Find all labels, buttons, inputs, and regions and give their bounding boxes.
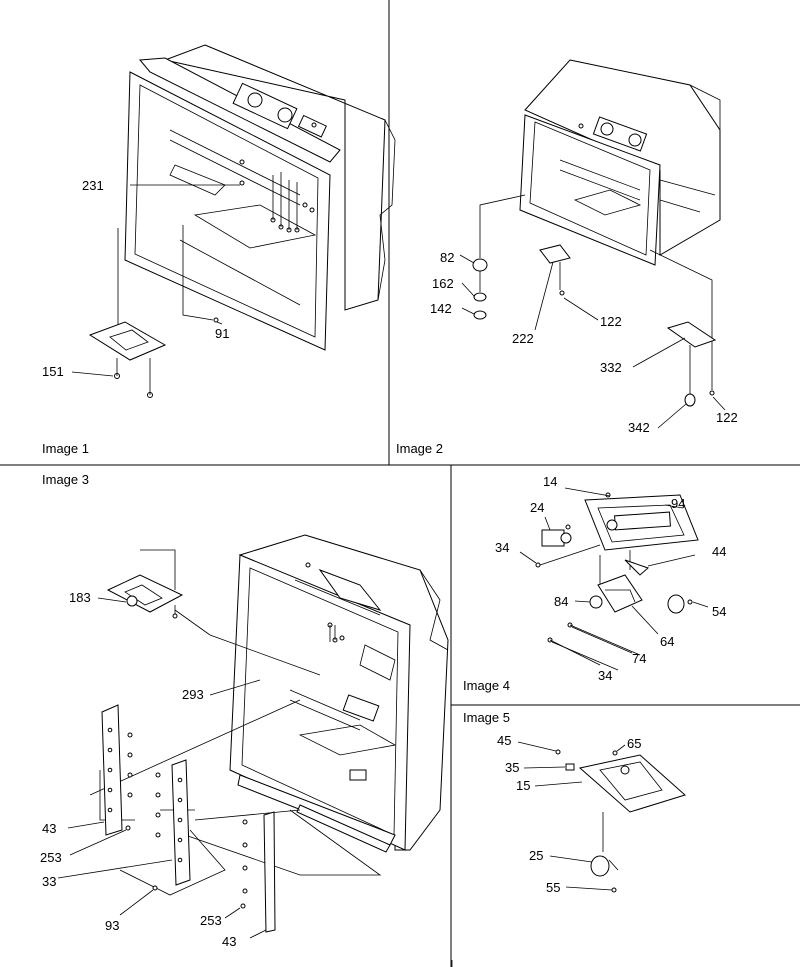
panel-1-drawing — [71, 44, 396, 398]
panel-title-image-3: Image 3 — [42, 472, 89, 487]
panel-title-image-4: Image 4 — [463, 678, 510, 693]
callout-142: 142 — [430, 301, 452, 316]
callout-253: 253 — [40, 850, 62, 865]
panel-5-drawing — [517, 741, 686, 893]
callout-84: 84 — [554, 594, 568, 609]
callout-24: 24 — [530, 500, 544, 515]
callout-82: 82 — [440, 250, 454, 265]
callout-93: 93 — [105, 918, 119, 933]
panel-2-labels: 82 162 142 222 122 332 342 122 Image 2 — [396, 250, 738, 456]
callout-15: 15 — [516, 778, 530, 793]
callout-34-b: 34 — [598, 668, 612, 683]
panel-title-image-5: Image 5 — [463, 710, 510, 725]
callout-122: 122 — [600, 314, 622, 329]
callout-33: 33 — [42, 874, 56, 889]
callout-43-b: 43 — [222, 934, 236, 949]
panel-title-image-2: Image 2 — [396, 441, 443, 456]
callout-94: 94 — [671, 496, 685, 511]
callout-35: 35 — [505, 760, 519, 775]
panel-1-labels: 231 91 151 Image 1 — [42, 178, 229, 456]
panel-5-labels: Image 5 45 65 35 15 25 55 — [463, 710, 641, 895]
callout-54: 54 — [712, 604, 726, 619]
panel-4-drawing — [519, 487, 709, 671]
callout-74: 74 — [632, 651, 646, 666]
callout-65: 65 — [627, 736, 641, 751]
callout-44: 44 — [712, 544, 726, 559]
callout-34: 34 — [495, 540, 509, 555]
panel-2-drawing — [459, 59, 726, 429]
panel-3-drawing — [57, 534, 449, 939]
callout-55: 55 — [546, 880, 560, 895]
callout-293: 293 — [182, 687, 204, 702]
callout-342: 342 — [628, 420, 650, 435]
panel-title-image-1: Image 1 — [42, 441, 89, 456]
callout-162: 162 — [432, 276, 454, 291]
callout-43: 43 — [42, 821, 56, 836]
callout-122-b: 122 — [716, 410, 738, 425]
callout-45: 45 — [497, 733, 511, 748]
callout-64: 64 — [660, 634, 674, 649]
callout-14: 14 — [543, 474, 557, 489]
callout-332: 332 — [600, 360, 622, 375]
callout-253-b: 253 — [200, 913, 222, 928]
callout-222: 222 — [512, 331, 534, 346]
callout-151: 151 — [42, 364, 64, 379]
callout-91: 91 — [215, 326, 229, 341]
callout-231: 231 — [82, 178, 104, 193]
callout-25: 25 — [529, 848, 543, 863]
panel-3-labels: Image 3 183 293 43 253 33 93 253 43 — [40, 472, 236, 949]
panel-4-labels: 14 24 94 34 44 84 54 64 74 34 Image 4 — [463, 474, 726, 693]
callout-183: 183 — [69, 590, 91, 605]
